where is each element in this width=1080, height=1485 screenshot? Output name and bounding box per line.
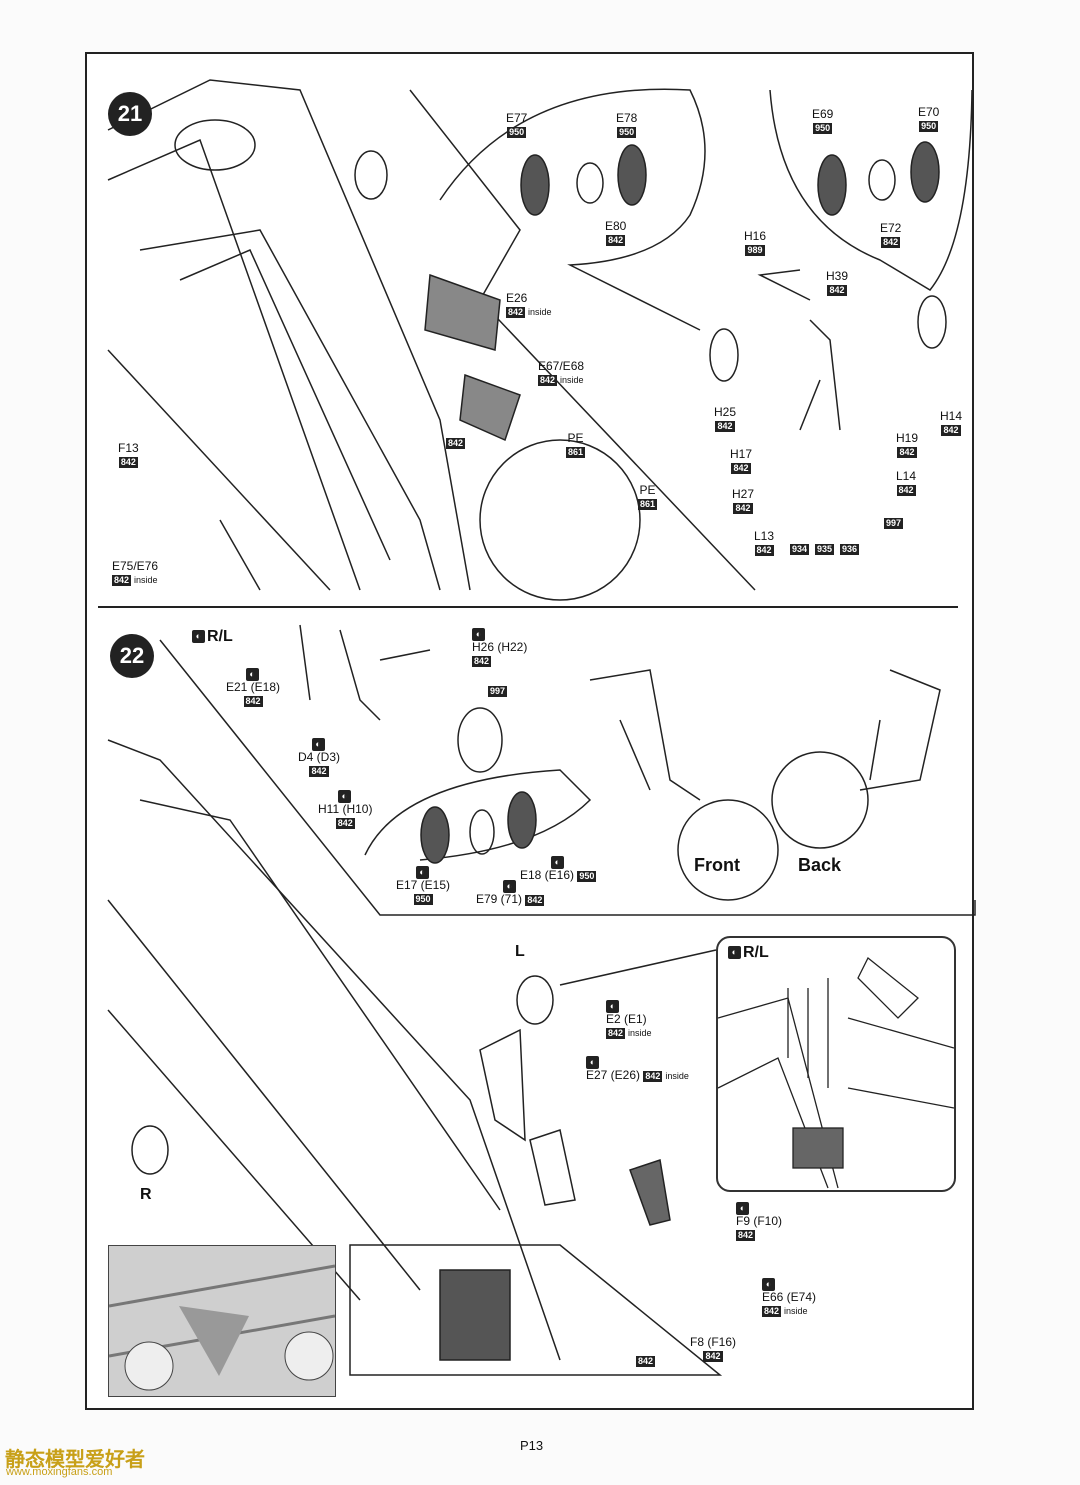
right-side-label: R [140, 1186, 152, 1203]
inset-detail: ◐R/L [716, 936, 956, 1192]
part-label-d4: ◐D4 (D3)842 [298, 738, 341, 778]
rl-indicator: ◐R/L [192, 629, 233, 645]
step-21-badge: 21 [108, 92, 152, 136]
part-label-f9: ◐F9 (F10)842 [736, 1202, 783, 1242]
part-label-h26: ◐H26 (H22)842 [472, 628, 528, 668]
paint-997-loose: 997 [884, 518, 904, 529]
part-label-h11: ◐H11 (H10)842 [318, 790, 373, 830]
paint-935: 935 [815, 544, 835, 555]
part-label-e18: ◐E18 (E16) 950 [520, 856, 597, 883]
part-label-f8: F8 (F16)842 [690, 1335, 737, 1362]
part-label-e79: ◐E79 (71) 842 [476, 880, 545, 907]
photo-art [109, 1246, 335, 1396]
paint-936: 936 [840, 544, 860, 555]
paint-842-22: 842 [636, 1356, 656, 1367]
back-view-label: Back [798, 855, 842, 875]
step-22-badge: 22 [110, 634, 154, 678]
fuselage-outline-21 [107, 79, 471, 591]
paint-997-22: 997 [488, 686, 508, 697]
page-number: P13 [520, 1438, 544, 1453]
paint-842-loose: 842 [446, 438, 466, 449]
watermark-cn: 静态模型爱好者 [5, 1449, 145, 1471]
watermark-url: www.moxingfans.com [6, 1466, 113, 1478]
front-view-label: Front [694, 855, 740, 875]
left-side-label: L [515, 943, 525, 960]
inset-art [718, 956, 954, 1189]
part-label-e21: ◐E21 (E18)842 [226, 668, 281, 708]
section-divider [98, 606, 958, 608]
paint-934: 934 [790, 544, 810, 555]
inset-rl-indicator: ◐R/L [728, 945, 769, 961]
reference-photo [108, 1245, 336, 1397]
part-label-e17: ◐E17 (E15)950 [396, 866, 451, 906]
